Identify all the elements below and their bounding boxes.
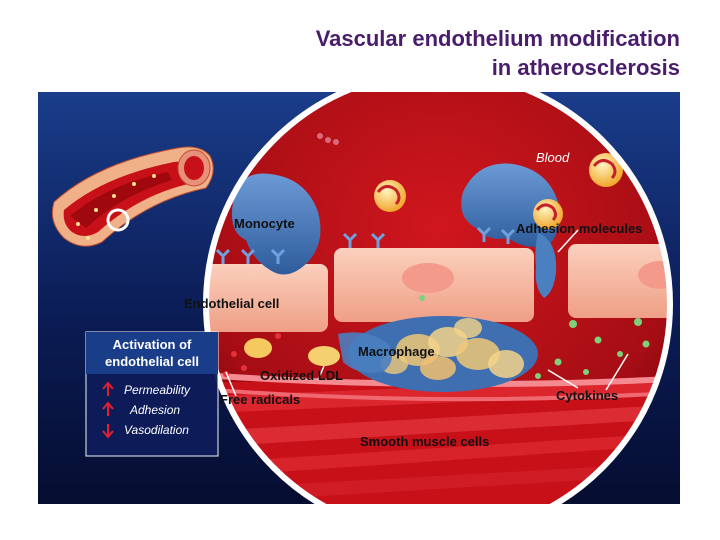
- activation-item-permeability: Permeability: [124, 383, 191, 397]
- adhesion-molecule-markers: [215, 226, 516, 264]
- label-smooth-muscle-cells: Smooth muscle cells: [360, 434, 489, 449]
- inset-magnify-circle: [106, 208, 130, 232]
- title-line-2: in atherosclerosis: [491, 55, 680, 80]
- label-monocyte: Monocyte: [234, 216, 295, 231]
- activation-item-adhesion: Adhesion: [129, 403, 180, 417]
- label-cytokines: Cytokines: [556, 388, 618, 403]
- arrow-up-icon: [102, 381, 114, 396]
- monocyte-cell: [231, 173, 321, 275]
- arrow-up-icon: [102, 401, 114, 416]
- title-line-1: Vascular endothelium modification: [315, 26, 680, 51]
- activation-title-line-2: endothelial cell: [105, 354, 199, 369]
- magnifier-rim: [203, 92, 673, 504]
- monocyte-adhering: [461, 163, 560, 247]
- magnified-view: [206, 92, 670, 504]
- label-endothelial-cell: Endothelial cell: [184, 296, 279, 311]
- atherosclerosis-diagram: Blood Monocyte Adhesion molecules Endoth…: [38, 92, 680, 504]
- endothelial-cell-1: [206, 264, 328, 332]
- label-adhesion-molecules: Adhesion molecules: [516, 221, 642, 236]
- label-oxidized-ldl: Oxidized LDL: [260, 368, 343, 383]
- label-macrophage: Macrophage: [358, 344, 435, 359]
- activation-box: Activation of endothelial cell Permeabil…: [85, 331, 219, 457]
- slide-title: Vascular endothelium modification in ath…: [316, 24, 680, 82]
- activation-item-vasodilation: Vasodilation: [124, 423, 189, 437]
- label-blood: Blood: [536, 150, 570, 165]
- free-radical-dots: [223, 333, 281, 377]
- macrophage: [348, 316, 538, 392]
- label-free-radicals: Free radicals: [220, 392, 300, 407]
- activation-title-line-1: Activation of: [113, 337, 192, 352]
- artery-illustration: [51, 146, 214, 247]
- arrow-down-icon: [102, 424, 114, 439]
